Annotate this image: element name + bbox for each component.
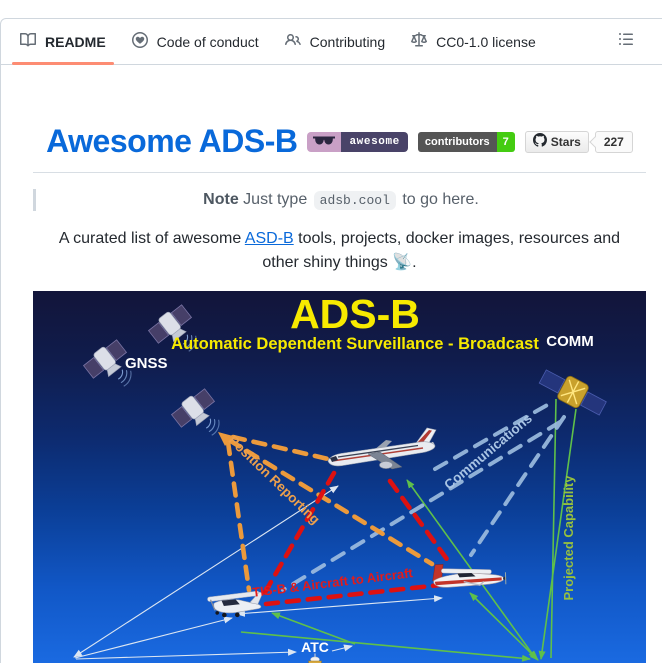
contributors-badge-count: 7 xyxy=(496,131,515,152)
tab-contributing-label: Contributing xyxy=(309,33,386,50)
atc-tower xyxy=(308,653,322,663)
tab-contributing[interactable]: Contributing xyxy=(277,19,394,64)
readme-box: README Code of conduct Contributing CC0-… xyxy=(0,18,662,663)
contributors-badge-label: contributors xyxy=(417,131,497,152)
page-title-row: Awesome ADS-B awesome contributors 7 Sta… xyxy=(33,123,646,173)
note-label: Note xyxy=(203,191,239,208)
tisb-lines xyxy=(261,470,452,607)
radio-links-white xyxy=(73,485,443,660)
projected-capability-lines xyxy=(240,398,577,662)
diagram-subtitle: Automatic Dependent Surveillance - Broad… xyxy=(171,335,539,353)
position-reporting-arrowhead xyxy=(218,431,233,446)
law-icon xyxy=(411,32,428,51)
note-text-before: Just type xyxy=(238,191,312,208)
tab-license-label: CC0-1.0 license xyxy=(436,33,536,50)
stars-badge[interactable]: Stars 227 xyxy=(524,130,633,153)
github-mark-icon xyxy=(532,133,547,150)
comm-label: COMM xyxy=(546,333,594,350)
stars-badge-count: 227 xyxy=(594,130,633,153)
position-reporting-lines xyxy=(225,434,435,593)
awesome-badge-label: awesome xyxy=(341,131,408,152)
code-of-conduct-icon xyxy=(131,32,148,51)
note-code: adsb.cool xyxy=(313,191,396,210)
note-text-after: to go here. xyxy=(397,191,479,208)
red-ga-aircraft xyxy=(432,563,507,588)
markdown-body: Awesome ADS-B awesome contributors 7 Sta… xyxy=(1,65,662,663)
people-icon xyxy=(284,32,301,51)
atc-label: ATC xyxy=(301,639,329,655)
intro-period: . xyxy=(412,253,417,271)
asdb-link[interactable]: ASD-B xyxy=(244,230,294,248)
satellite-dish-emoji: 📡 xyxy=(392,253,413,271)
white-ga-aircraft xyxy=(207,590,264,618)
airliner-737 xyxy=(327,427,437,470)
book-icon xyxy=(20,32,37,51)
list-unordered-icon xyxy=(618,31,634,52)
tab-readme[interactable]: README xyxy=(12,19,114,65)
tab-code-of-conduct-label: Code of conduct xyxy=(156,33,259,50)
note-blockquote: Note Just type adsb.cool to go here. xyxy=(33,189,646,212)
comm-satellite xyxy=(538,369,607,416)
contributors-badge[interactable]: contributors 7 xyxy=(417,131,515,152)
intro-paragraph: A curated list of awesome ASD-B tools, p… xyxy=(39,227,641,273)
page-title-link[interactable]: Awesome ADS-B xyxy=(46,123,298,159)
awesome-badge[interactable]: awesome xyxy=(307,131,408,152)
readme-tabbar: README Code of conduct Contributing CC0-… xyxy=(1,19,662,65)
gnss-label: GNSS xyxy=(125,355,168,372)
sunglasses-icon xyxy=(307,131,342,152)
tab-readme-label: README xyxy=(45,33,106,50)
projected-capability-label: Projected Capability xyxy=(561,475,576,601)
tab-code-of-conduct[interactable]: Code of conduct xyxy=(124,19,267,64)
communications-lines xyxy=(281,401,566,592)
stars-badge-label: Stars xyxy=(550,134,581,149)
intro-text: A curated list of awesome xyxy=(58,230,245,248)
intro-text-2: tools, projects, docker images, resource… xyxy=(262,230,621,271)
adsb-diagram-image[interactable]: ADS-B Automatic Dependent Surveillance -… xyxy=(33,290,646,663)
diagram-title: ADS-B xyxy=(290,291,420,337)
tab-license[interactable]: CC0-1.0 license xyxy=(403,19,544,64)
outline-button[interactable] xyxy=(618,31,634,52)
